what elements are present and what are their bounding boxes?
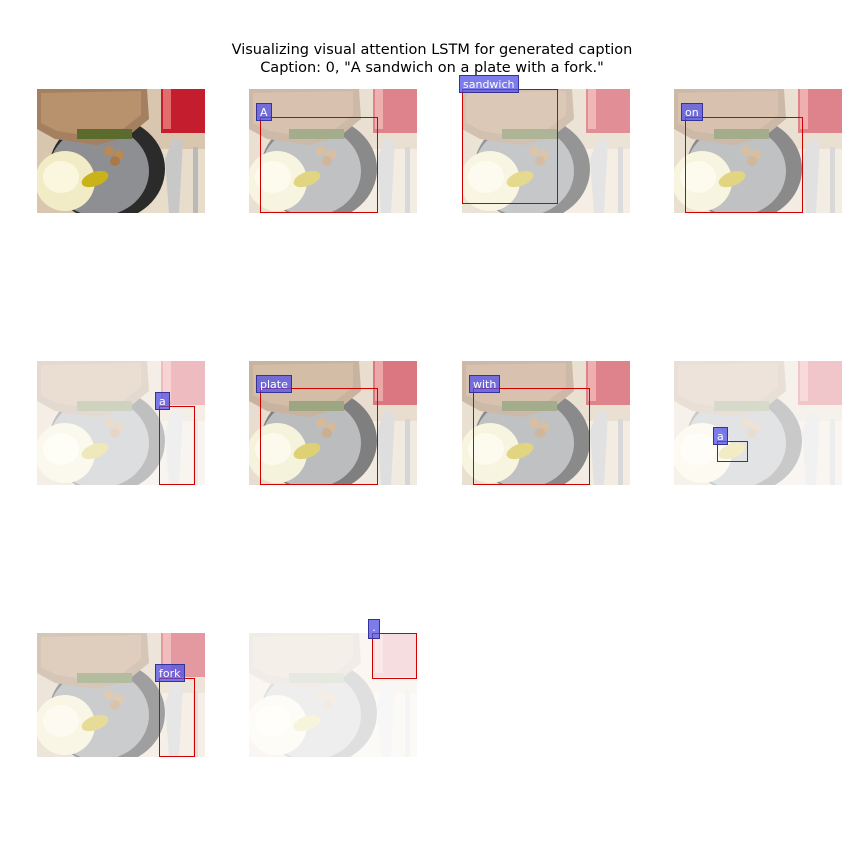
food-photo: [37, 633, 205, 757]
lettuce: [289, 129, 344, 139]
attention-panel-word-a: A: [249, 89, 417, 213]
attention-mask: [37, 361, 205, 485]
nut: [316, 418, 326, 428]
lettuce: [502, 401, 557, 411]
attention-panel-word-with: with: [462, 361, 630, 485]
juice-glass: [588, 361, 596, 401]
attention-mask: [674, 361, 842, 485]
attention-mask: [37, 633, 205, 757]
fork: [193, 147, 198, 213]
nut: [110, 156, 120, 166]
fork: [618, 419, 623, 485]
pickle: [718, 170, 746, 188]
word-label: .: [368, 619, 380, 639]
side-dish: [468, 433, 504, 465]
word-label: a: [155, 392, 170, 410]
pickle: [293, 170, 321, 188]
sandwich-bread: [253, 363, 353, 409]
word-label: fork: [155, 664, 185, 682]
sandwich-bread: [41, 91, 141, 137]
word-label: a: [713, 427, 728, 445]
word-label: sandwich: [459, 75, 519, 93]
food-photo: [37, 361, 205, 485]
nut: [529, 418, 539, 428]
attention-panel-word-on: on: [674, 89, 842, 213]
sandwich-bread: [253, 91, 353, 137]
knife: [802, 139, 820, 213]
side-dish: [255, 161, 291, 193]
lettuce: [289, 401, 344, 411]
figure-title: Visualizing visual attention LSTM for ge…: [231, 42, 633, 58]
attention-panel-word-period: .: [249, 619, 417, 757]
nut: [741, 146, 751, 156]
attention-mask: [249, 89, 417, 213]
fork: [830, 147, 835, 213]
food-photo: [674, 361, 842, 485]
nut: [535, 428, 545, 438]
pickle: [506, 442, 534, 460]
sandwich-bread: [678, 91, 778, 137]
word-label: with: [469, 375, 501, 393]
attention-panel-word-sandwich: sandwich: [459, 75, 630, 213]
juice-glass: [375, 361, 383, 401]
knife: [377, 139, 395, 213]
nut: [747, 156, 757, 166]
juice-glass: [800, 89, 808, 129]
food-photo: [37, 89, 205, 213]
attention-panel-word-a: a: [674, 361, 842, 485]
juice-glass: [375, 89, 383, 129]
food-photo: [249, 361, 417, 485]
word-label: plate: [256, 375, 292, 393]
attention-mask: [249, 633, 417, 757]
attention-panel-word-a: a: [37, 361, 205, 485]
attention-panel-word-plate: plate: [249, 361, 417, 485]
caption-line: Caption: 0, "A sandwich on a plate with …: [260, 60, 604, 76]
knife: [165, 139, 183, 213]
nut: [316, 146, 326, 156]
sandwich-bread: [466, 363, 566, 409]
side-dish: [255, 433, 291, 465]
attention-mask: [462, 89, 630, 213]
pickle: [81, 170, 109, 188]
fork: [405, 147, 410, 213]
fork: [405, 419, 410, 485]
lettuce: [77, 129, 132, 139]
food-photo: [462, 89, 630, 213]
nut: [322, 156, 332, 166]
nut: [104, 146, 114, 156]
pickle: [293, 442, 321, 460]
word-label: on: [681, 103, 703, 121]
knife: [377, 411, 395, 485]
word-label: A: [256, 103, 272, 121]
food-photo: [249, 633, 417, 757]
side-dish: [43, 161, 79, 193]
attention-panel-original: [37, 89, 205, 213]
juice-glass: [163, 89, 171, 129]
side-dish: [680, 161, 716, 193]
knife: [590, 411, 608, 485]
food-photo: [249, 89, 417, 213]
lettuce: [714, 129, 769, 139]
nut: [322, 428, 332, 438]
attention-panel-word-fork: fork: [37, 633, 205, 757]
